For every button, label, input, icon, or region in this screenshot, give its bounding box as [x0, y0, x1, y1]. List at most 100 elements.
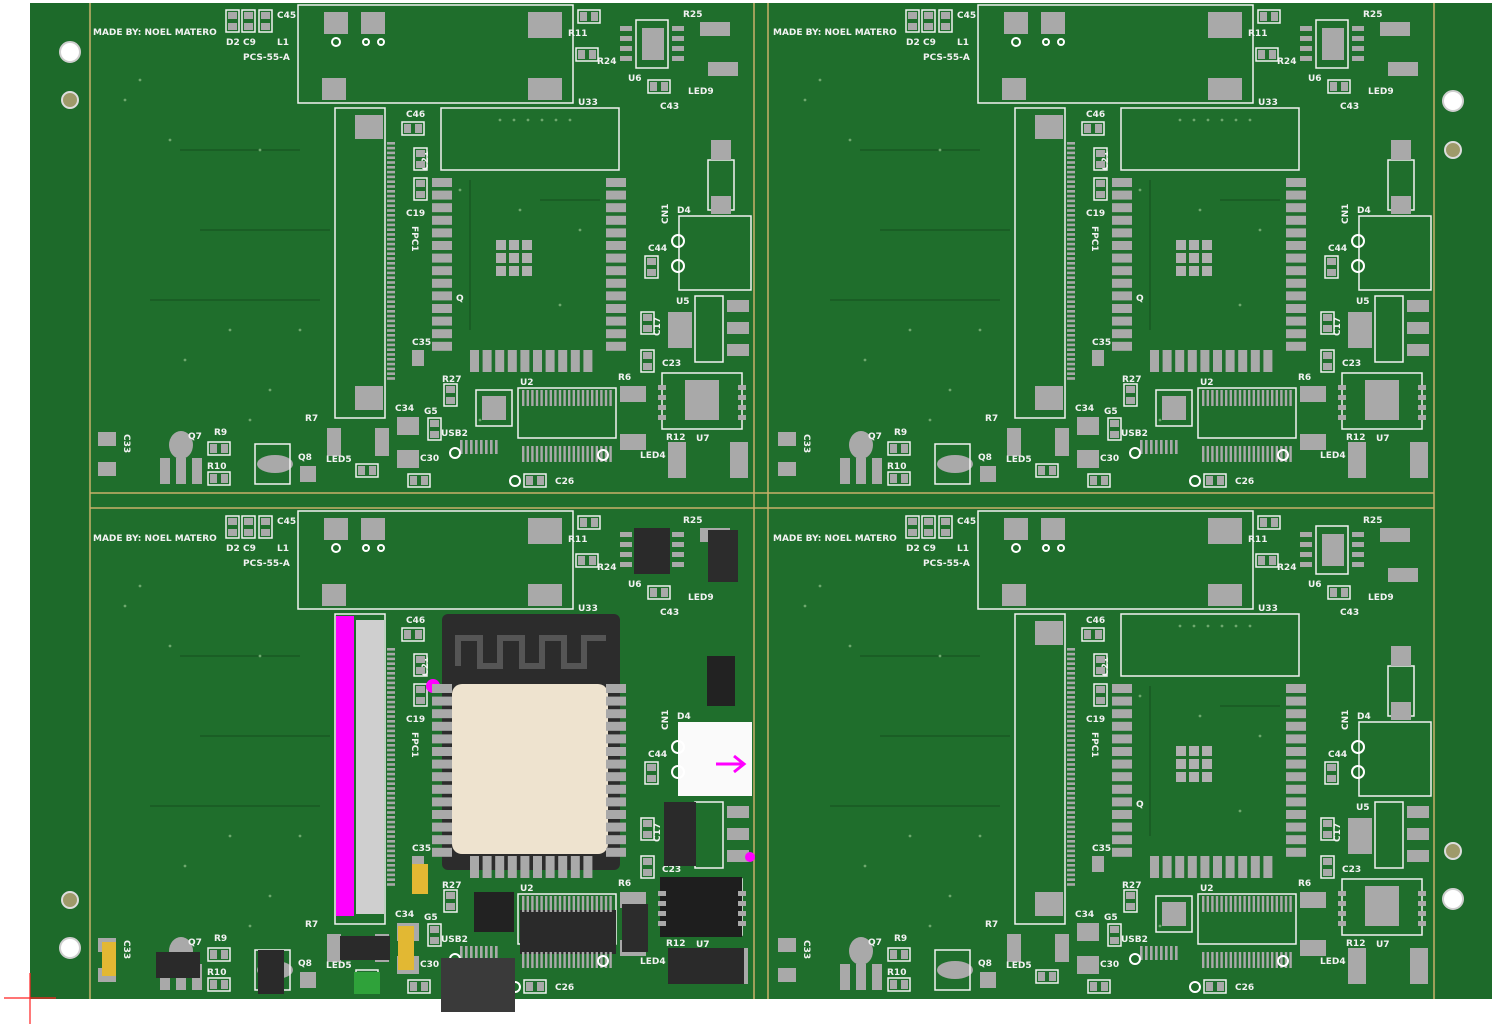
- pad: [261, 12, 270, 19]
- silk-label-led4: LED4: [1320, 451, 1346, 461]
- pad: [1289, 390, 1292, 406]
- pad: [1225, 446, 1228, 462]
- pad: [522, 446, 525, 462]
- pad: [1055, 428, 1069, 456]
- silk-label-u5: U5: [1356, 803, 1370, 813]
- pad: [1380, 22, 1410, 36]
- pad: [1067, 372, 1075, 375]
- pad: [432, 759, 452, 769]
- pad: [1338, 921, 1346, 926]
- pad: [1112, 847, 1132, 857]
- pad: [643, 869, 652, 876]
- silk-label-c33: C33: [121, 434, 131, 453]
- silk-label-r11: R11: [568, 535, 587, 545]
- via: [1220, 624, 1224, 628]
- silk-outline: [207, 471, 231, 486]
- pad: [355, 386, 383, 410]
- mounting-hole-icon: [1442, 90, 1464, 112]
- silk-outline: [1324, 255, 1339, 279]
- pad: [300, 466, 316, 482]
- silk-label-r9: R9: [214, 428, 227, 438]
- silk-outline: [1014, 613, 1066, 925]
- pad: [387, 305, 395, 308]
- pad: [1271, 896, 1274, 912]
- pad: [1252, 390, 1255, 406]
- pad: [387, 763, 395, 766]
- pad: [432, 810, 452, 819]
- pad: [1243, 446, 1246, 462]
- pad: [609, 446, 612, 462]
- pad: [1096, 161, 1105, 168]
- pad: [1352, 562, 1364, 567]
- pad: [1330, 82, 1337, 91]
- pad: [387, 257, 395, 260]
- pad: [1206, 982, 1213, 991]
- pad: [415, 124, 422, 133]
- pad: [1323, 831, 1332, 838]
- silk-outline: [577, 9, 601, 24]
- pad: [941, 529, 950, 536]
- pad: [387, 223, 395, 227]
- pad: [415, 630, 422, 639]
- pad: [470, 856, 479, 878]
- pad: [1067, 290, 1075, 294]
- pad: [1067, 185, 1075, 188]
- pad: [1238, 856, 1248, 878]
- pad: [1176, 253, 1186, 263]
- pin-hole: [377, 38, 385, 46]
- pad: [1352, 552, 1364, 557]
- pad: [387, 772, 395, 776]
- pad: [387, 334, 395, 337]
- pad: [1067, 801, 1075, 805]
- pad: [620, 532, 632, 537]
- pad: [1258, 50, 1265, 59]
- pad: [545, 350, 555, 372]
- pad: [1150, 856, 1159, 878]
- pad: [609, 896, 612, 912]
- pad: [549, 446, 552, 462]
- silk-label-q7: Q7: [188, 432, 202, 442]
- fpc-body: [356, 620, 384, 914]
- pad: [600, 896, 603, 912]
- chip-qfn: [474, 892, 514, 932]
- pad: [1257, 896, 1260, 912]
- silk-label-led5: LED5: [326, 961, 352, 971]
- pad: [387, 782, 395, 785]
- silk-label-q_mark: Q: [1136, 294, 1144, 304]
- via: [1248, 118, 1252, 122]
- pad: [1418, 891, 1426, 896]
- silk-label-c45: C45: [957, 11, 976, 21]
- pad: [554, 390, 557, 406]
- silk-label-l1: L1: [277, 544, 289, 554]
- pad: [387, 672, 395, 675]
- pad: [901, 980, 908, 989]
- silk-label-d4: D4: [1357, 712, 1371, 722]
- silk-outline: [1081, 627, 1105, 642]
- pad: [446, 903, 455, 910]
- pad: [1067, 777, 1075, 781]
- pad: [1323, 325, 1332, 332]
- credit-label: MADE BY: NOEL MATERO: [773, 534, 897, 544]
- pad: [1407, 300, 1429, 312]
- pad: [1238, 446, 1242, 462]
- pad: [322, 78, 346, 100]
- pad: [672, 26, 684, 31]
- pad: [1300, 562, 1312, 567]
- silk-outline: [1203, 473, 1227, 488]
- pad: [606, 241, 626, 250]
- chip-u5: [664, 802, 696, 866]
- silk-label-r10: R10: [887, 968, 906, 978]
- pad: [727, 828, 749, 840]
- silk-label-c9: C9: [243, 544, 256, 554]
- pad: [1090, 982, 1097, 991]
- silk-outline: [921, 515, 936, 539]
- silk-outline: [1107, 417, 1122, 441]
- pad: [1348, 948, 1366, 984]
- pad: [387, 744, 395, 747]
- silk-label-c17: C17: [1333, 823, 1343, 842]
